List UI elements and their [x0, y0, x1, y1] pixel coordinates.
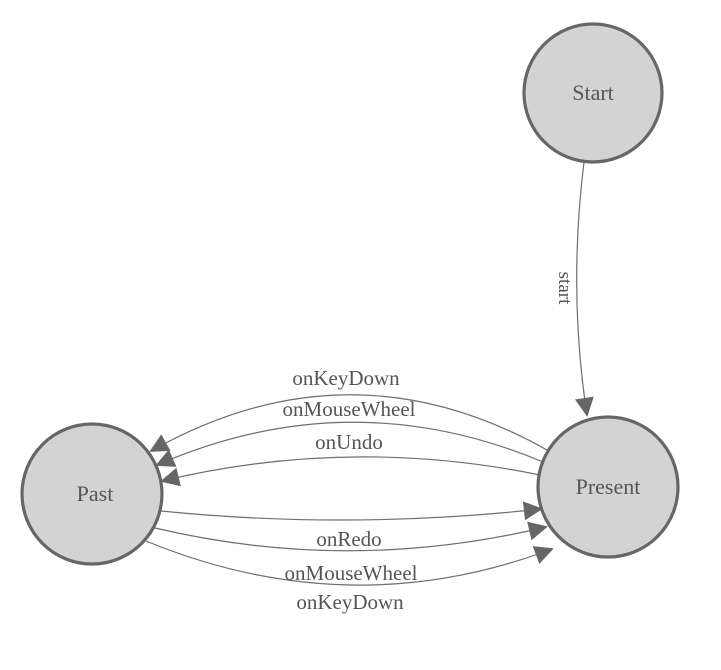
edge-label-onundo: onUndo — [315, 430, 383, 454]
edge-label-start: start — [554, 272, 575, 305]
state-node-present — [536, 415, 680, 559]
edge-label-onkeydown-lower: onKeyDown — [296, 590, 404, 614]
edge-label-onkeydown-upper: onKeyDown — [292, 366, 400, 390]
edge-label-onmousewheel-lower: onMouseWheel — [285, 561, 418, 585]
edge-past-to-present-onmousewheel — [154, 521, 548, 552]
edge-present-to-past-onundo — [160, 456, 541, 487]
node-label-start: Start — [572, 80, 614, 105]
edge-label-onmousewheel-upper: onMouseWheel — [283, 397, 416, 421]
edge-past-to-present-onredo — [160, 501, 543, 521]
state-node-past — [20, 422, 164, 566]
node-label-present: Present — [576, 474, 641, 499]
node-label-past: Past — [77, 481, 114, 506]
edge-label-onredo: onRedo — [316, 527, 381, 551]
state-node-start — [522, 22, 664, 164]
edge-present-to-past-onkeydown — [149, 394, 548, 452]
edge-past-to-present-onkeydown — [145, 540, 554, 586]
edge-start-to-present — [575, 161, 594, 417]
edge-present-to-past-onmousewheel — [155, 421, 544, 467]
